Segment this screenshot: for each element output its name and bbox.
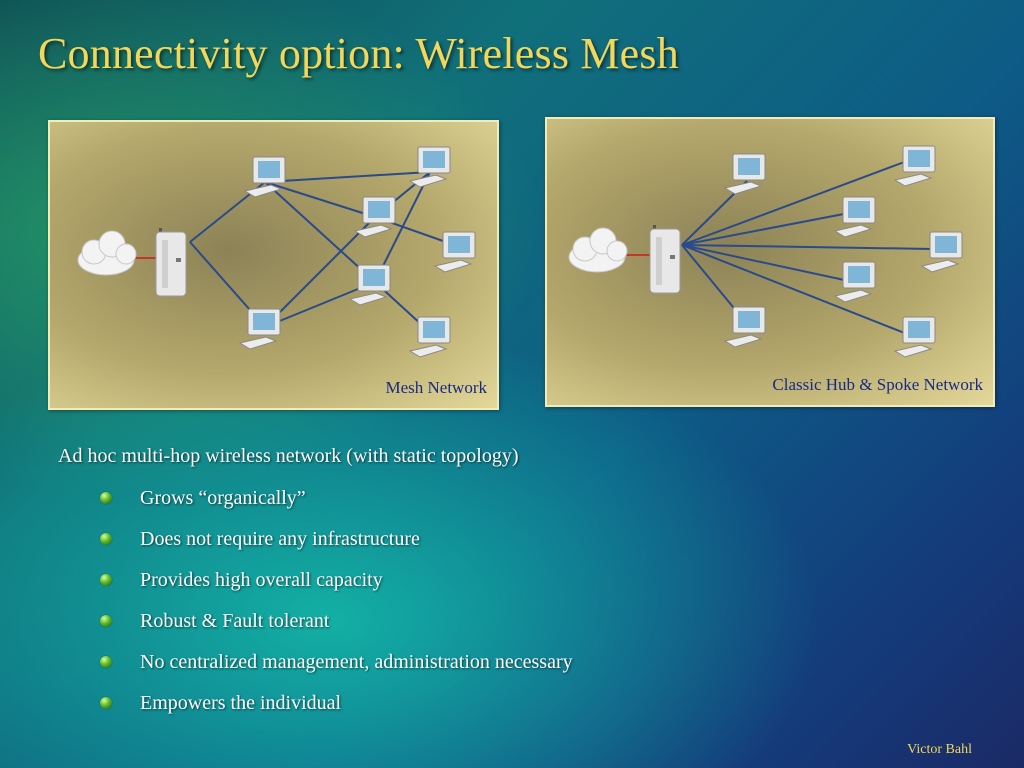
hub-links [681, 160, 933, 335]
cloud-icon [568, 227, 628, 273]
computer-icon [723, 153, 766, 195]
bullet-item: Provides high overall capacity [100, 568, 573, 609]
slide-title: Connectivity option: Wireless Mesh [38, 29, 679, 78]
bullet-text: Grows “organically” [140, 487, 306, 509]
computer-icon [893, 145, 936, 187]
computer-icon [433, 231, 476, 273]
hub-spoke-network-graph [568, 145, 963, 358]
bullet-text: No centralized management, administratio… [140, 651, 573, 673]
computer-icon [238, 308, 281, 350]
computer-icon [723, 306, 766, 348]
bullet-list: Grows “organically” Does not require any… [100, 486, 573, 732]
computer-icon [833, 196, 876, 238]
computer-icon [833, 261, 876, 303]
cloud-icon [77, 230, 137, 276]
bullet-text: Does not require any infrastructure [140, 528, 420, 550]
author-credit: Victor Bahl [907, 742, 972, 757]
bullet-icon [100, 656, 112, 668]
computer-icon [408, 146, 451, 188]
computer-icon [243, 156, 286, 198]
mesh-network-graph [77, 146, 476, 358]
bullet-text: Provides high overall capacity [140, 569, 383, 591]
mesh-links [189, 171, 461, 338]
router-icon [155, 228, 187, 297]
bullet-text: Robust & Fault tolerant [140, 610, 330, 632]
bullet-icon [100, 574, 112, 586]
bullet-icon [100, 492, 112, 504]
bullet-icon [100, 615, 112, 627]
computer-icon [353, 196, 396, 238]
bullet-item: Grows “organically” [100, 486, 573, 527]
computer-icon [893, 316, 936, 358]
bullet-icon [100, 533, 112, 545]
bullet-item: No centralized management, administratio… [100, 650, 573, 691]
intro-text: Ad hoc multi-hop wireless network (with … [58, 445, 519, 467]
computer-icon [408, 316, 451, 358]
hub-spoke-network-label: Classic Hub & Spoke Network [772, 375, 983, 394]
mesh-network-diagram: Mesh Network [48, 120, 499, 410]
bullet-icon [100, 697, 112, 709]
bullet-text: Empowers the individual [140, 692, 342, 714]
bullet-item: Empowers the individual [100, 691, 573, 732]
bullet-item: Robust & Fault tolerant [100, 609, 573, 650]
bullet-item: Does not require any infrastructure [100, 527, 573, 568]
computer-icon [920, 231, 963, 273]
computer-icon [348, 264, 391, 306]
router-icon [649, 225, 681, 294]
hub-spoke-network-diagram: Classic Hub & Spoke Network [545, 117, 995, 407]
mesh-network-label: Mesh Network [385, 378, 487, 397]
